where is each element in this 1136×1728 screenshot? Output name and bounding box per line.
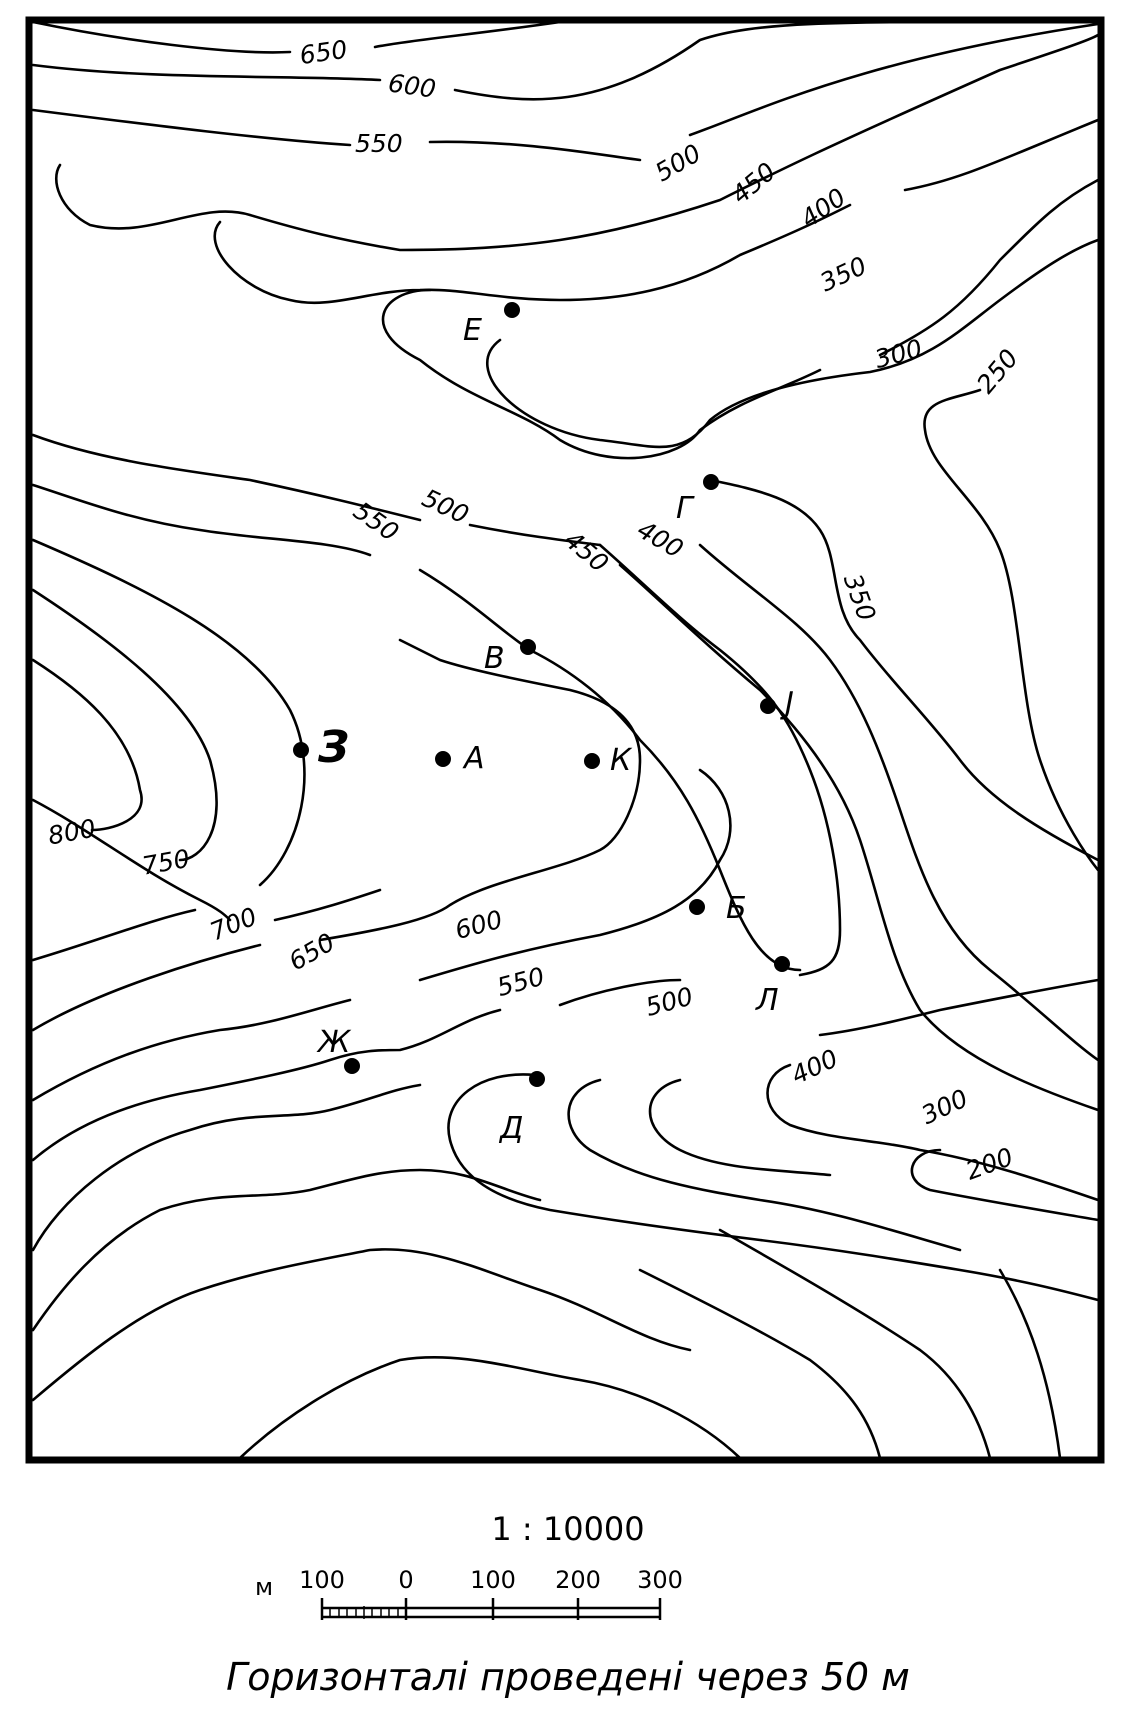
scale-bar: [320, 1598, 662, 1620]
point-label: К: [610, 743, 633, 778]
point-label: А: [462, 741, 485, 776]
contour-line: [55, 33, 1100, 252]
contour-label: 300: [872, 334, 926, 374]
contour-label: 350: [816, 251, 872, 297]
contour-line: [598, 543, 842, 977]
contour-line: [708, 478, 1100, 862]
contour-line: [447, 1073, 1100, 1302]
contour-line: [486, 238, 1100, 449]
contour-label: 500: [650, 138, 706, 187]
point-label: В: [484, 641, 505, 676]
contour-line: [31, 1248, 692, 1402]
contour-line: [31, 798, 232, 922]
point-label: Г: [676, 491, 695, 526]
point-label: Л: [755, 983, 779, 1018]
scale-ratio: 1 : 10000: [491, 1510, 645, 1548]
scale-tick-label: 100: [299, 1566, 345, 1594]
contour-line: [698, 543, 1100, 1062]
contour-label: 450: [559, 525, 614, 578]
contour-line: [31, 978, 682, 1162]
point-label: Ж: [316, 1025, 352, 1060]
contour-label: 300: [917, 1084, 973, 1130]
contour-line: [31, 588, 218, 862]
contour-line: [638, 1268, 882, 1460]
point-marker: [529, 1071, 545, 1087]
contour-label: 500: [418, 483, 474, 529]
scale-tick-label: 100: [470, 1566, 516, 1594]
contour-line: [766, 1063, 1100, 1202]
contour-line: [923, 388, 1100, 872]
point-marker: [774, 956, 790, 972]
contour-line: [31, 20, 562, 54]
contour-line: [567, 1078, 962, 1252]
contour-label: 550: [355, 129, 403, 158]
contour-line: [31, 1168, 542, 1332]
contour-line: [31, 638, 642, 1032]
contour-lines: [31, 20, 1100, 1460]
contour-label: 650: [284, 927, 340, 976]
contour-line: [31, 22, 1100, 162]
contour-line: [910, 1148, 1100, 1222]
contour-label: 200: [962, 1142, 1017, 1186]
point-label: Е: [463, 313, 482, 348]
contour-labels: 650 600 550 500 450 400 350 300 250 500 …: [46, 35, 1024, 1186]
point-marker: [344, 1058, 360, 1074]
contour-line: [31, 888, 382, 962]
contour-label: 450: [726, 157, 781, 210]
map-frame: [25, 16, 1105, 1464]
point-marker: [504, 302, 520, 318]
point-marker: [584, 753, 600, 769]
contour-label: 650: [298, 35, 349, 70]
contour-label: 500: [642, 982, 696, 1022]
contour-line: [998, 1268, 1062, 1460]
point-marker: [760, 698, 776, 714]
contour-label: 550: [494, 962, 548, 1002]
scale-unit: м: [255, 1573, 274, 1601]
contour-label: 400: [787, 1044, 843, 1090]
contour-line: [31, 768, 732, 1102]
point-marker: [293, 742, 309, 758]
point-marker: [689, 899, 705, 915]
contour-line: [31, 1083, 422, 1252]
point-label: Д: [498, 1111, 523, 1146]
contour-label: 600: [386, 68, 437, 103]
point-marker: [703, 474, 719, 490]
map-points: Е Г В З А К Ј Б Л Ж Д: [293, 302, 794, 1146]
contour-line: [31, 433, 602, 547]
contour-label: 750: [140, 844, 192, 881]
scale-tick-label: 300: [637, 1566, 683, 1594]
contour-line: [618, 563, 1100, 1112]
scale-tick-label: 200: [555, 1566, 601, 1594]
contour-label: 800: [46, 814, 98, 851]
contour-label: 400: [795, 182, 851, 233]
contour-line: [648, 1078, 832, 1177]
contour-line: [718, 1228, 992, 1460]
point-marker: [435, 751, 451, 767]
contour-line: [31, 658, 143, 832]
map-caption: Горизонталі проведені через 50 м: [226, 1655, 910, 1699]
contour-line: [31, 538, 306, 887]
point-label: Б: [726, 891, 747, 926]
contour-line: [31, 20, 1072, 101]
scale-tick-label: 0: [398, 1566, 414, 1594]
contour-line: [381, 178, 1100, 460]
point-label: З: [317, 722, 349, 773]
contour-line: [31, 483, 802, 972]
contour-line: [238, 1356, 742, 1460]
contour-label: 600: [452, 905, 506, 945]
point-marker: [520, 639, 536, 655]
contour-line: [818, 978, 1100, 1037]
contour-line: [213, 118, 1100, 305]
